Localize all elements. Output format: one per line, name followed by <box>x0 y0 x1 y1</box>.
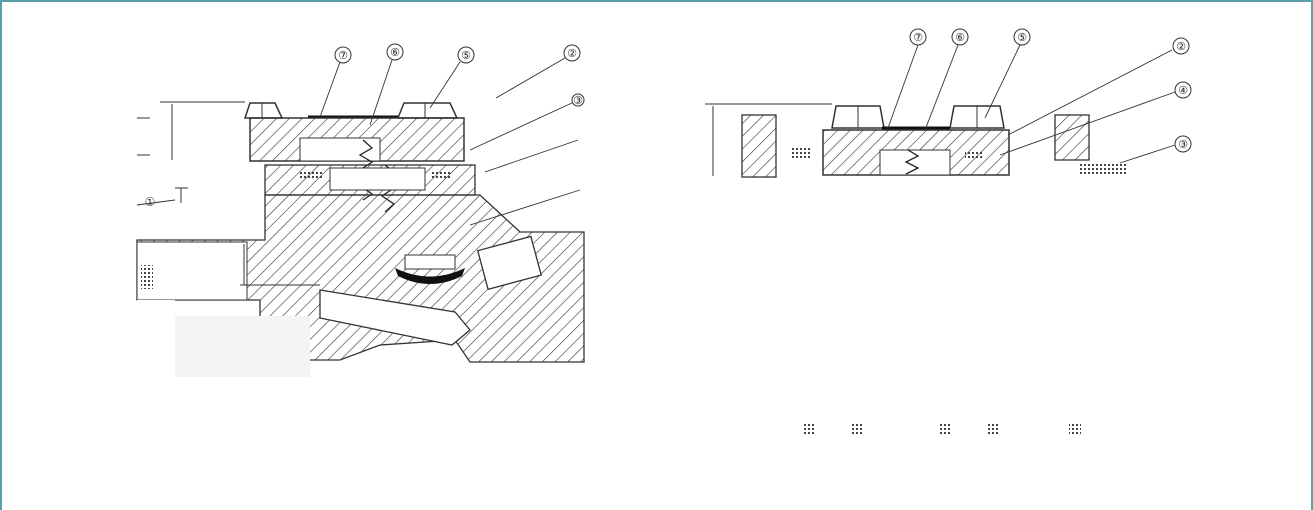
right-callout-4: ④ <box>1178 84 1188 97</box>
right-callout-2: ② <box>1176 40 1186 53</box>
left-callout-6: ⑥ <box>390 46 400 59</box>
garbled-caption-marks <box>803 422 1081 435</box>
right-callout-6: ⑥ <box>955 31 965 44</box>
left-callout-2: ② <box>567 47 577 60</box>
right-callouts: ⑦ ⑥ ⑤ ② ④ ③ <box>909 28 1192 153</box>
right-section-drawing <box>705 44 1176 178</box>
left-section-drawing <box>136 57 585 377</box>
right-callout-7: ⑦ <box>913 31 923 44</box>
left-side-label-1: ① <box>145 195 156 209</box>
left-callout-3: ③ <box>573 94 583 107</box>
right-callout-3: ③ <box>1178 138 1188 151</box>
left-callouts: ⑦ ⑥ ⑤ ② ③ ① <box>145 43 585 209</box>
right-callout-5: ⑤ <box>1017 31 1027 44</box>
left-callout-5: ⑤ <box>461 49 471 62</box>
left-callout-7: ⑦ <box>338 49 348 62</box>
